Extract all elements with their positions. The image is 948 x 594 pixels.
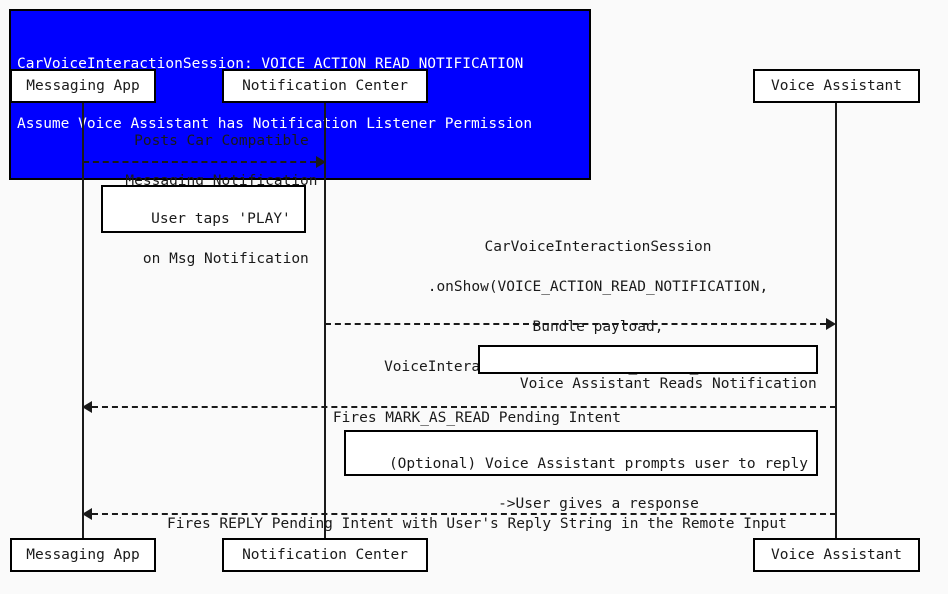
message-label-line-1: Fires MARK_AS_READ Pending Intent: [332, 410, 621, 426]
message-label-fires-reply-pending-intent: Fires REPLY Pending Intent with User's R…: [83, 494, 836, 554]
note-user-taps-play: User taps 'PLAY' on Msg Notification: [101, 185, 309, 267]
message-arrow-fires-mark-as-read-pending-intent: [92, 406, 836, 408]
note-line-2: ->User gives a response: [498, 496, 699, 512]
participant-bottom-voice-assistant[interactable]: Voice Assistant: [753, 538, 920, 572]
arrowhead-fires-mark-as-read-pending-intent: [82, 401, 92, 413]
participant-bottom-messaging-app[interactable]: Messaging App: [10, 538, 156, 572]
message-label-fires-mark-as-read-pending-intent: Fires MARK_AS_READ Pending Intent: [83, 388, 836, 448]
arrowhead-posts-car-compatible-messaging-notification: [316, 156, 326, 168]
lifeline-voice-assistant: [835, 103, 837, 538]
note-line-1: User taps 'PLAY': [151, 211, 291, 227]
message-arrow-posts-car-compatible-messaging-notification: [83, 161, 316, 163]
note-line-1: (Optional) Voice Assistant prompts user …: [388, 456, 808, 472]
lifeline-notification-center: [324, 103, 326, 538]
arrowhead-fires-reply-pending-intent: [82, 508, 92, 520]
diagram-title-line-1: CarVoiceInteractionSession: VOICE_ACTION…: [17, 56, 524, 72]
participant-top-notification-center[interactable]: Notification Center: [222, 69, 428, 103]
message-label-line-1: Posts Car Compatible: [134, 133, 309, 149]
message-arrow-fires-reply-pending-intent: [92, 513, 836, 515]
lifeline-messaging-app: [82, 103, 84, 538]
diagram-title-line-2: Assume Voice Assistant has Notification …: [17, 116, 533, 132]
message-label-line-1: CarVoiceInteractionSession: [484, 239, 712, 255]
message-label-line-3: Bundle payload,: [532, 319, 664, 335]
note-optional-voice-assistant-prompts-reply: (Optional) Voice Assistant prompts user …: [344, 430, 818, 512]
note-line-2: on Msg Notification: [142, 251, 309, 267]
message-label-line-1: Fires REPLY Pending Intent with User's R…: [167, 516, 787, 532]
participant-top-messaging-app[interactable]: Messaging App: [10, 69, 156, 103]
message-label-line-2: .onShow(VOICE_ACTION_READ_NOTIFICATION,: [427, 279, 769, 295]
message-arrow-on-show: [325, 323, 826, 325]
note-line-1: Voice Assistant Reads Notification: [519, 376, 817, 392]
note-voice-assistant-reads-notification: Voice Assistant Reads Notification: [478, 345, 818, 392]
arrowhead-on-show: [826, 318, 836, 330]
participant-bottom-notification-center[interactable]: Notification Center: [222, 538, 428, 572]
participant-top-voice-assistant[interactable]: Voice Assistant: [753, 69, 920, 103]
